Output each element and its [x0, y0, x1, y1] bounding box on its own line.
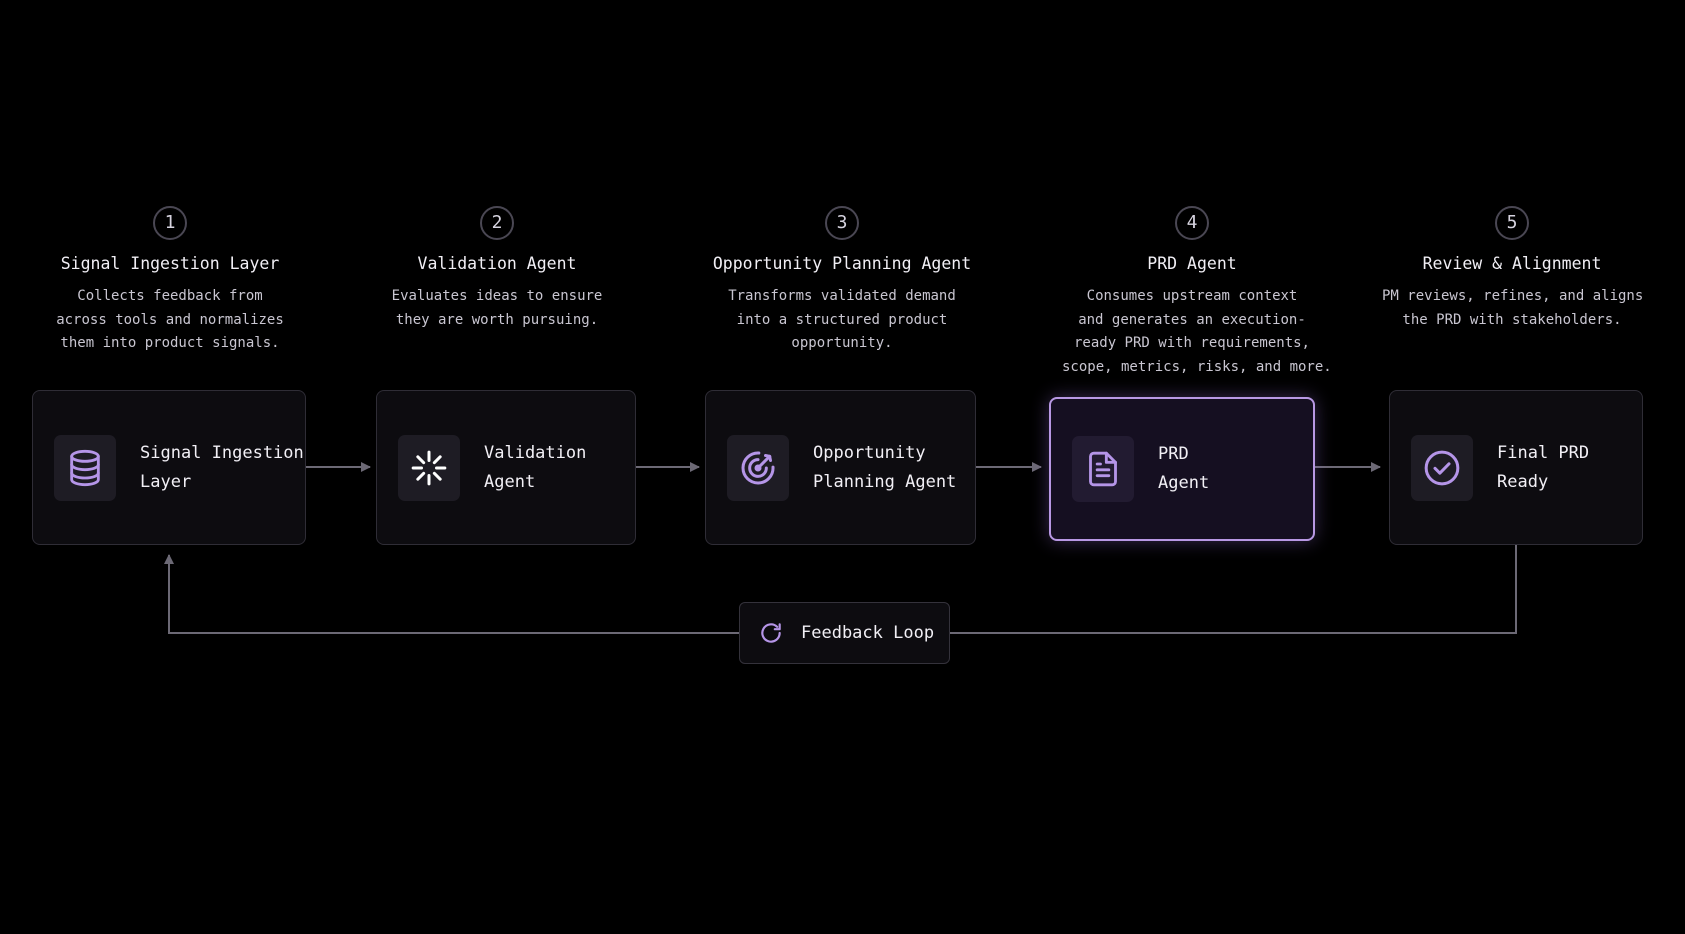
description-line: Collects feedback from	[77, 288, 263, 304]
card-label-line: Opportunity	[813, 442, 926, 463]
card-label: Signal Ingestion Layer	[140, 439, 304, 496]
step-description: Consumes upstream context and generates …	[1062, 285, 1332, 379]
description-line: them into product signals.	[60, 335, 280, 352]
step-2-header: 2 Validation Agent Evaluates ideas to en…	[367, 206, 627, 332]
step-number-badge: 5	[1495, 206, 1529, 240]
icon-tile	[54, 434, 116, 501]
card-opportunity-planning[interactable]: Opportunity Planning Agent	[705, 390, 976, 545]
icon-tile	[727, 434, 789, 501]
step-number-badge: 4	[1175, 206, 1209, 240]
card-label: Validation Agent	[484, 439, 586, 496]
step-4-header: 4 PRD Agent Consumes upstream context an…	[1062, 206, 1332, 379]
card-label: Opportunity Planning Agent	[813, 439, 956, 496]
card-label-line: Ready	[1497, 471, 1549, 492]
card-label-line: PRD	[1158, 444, 1189, 465]
card-prd-agent[interactable]: PRD Agent	[1049, 397, 1315, 541]
card-label-line: Signal Ingestion	[140, 442, 304, 463]
sparkle-burst-icon	[411, 450, 447, 485]
step-title: Opportunity Planning Agent	[712, 254, 972, 273]
check-circle-icon	[1424, 450, 1460, 485]
step-number-badge: 2	[480, 206, 514, 240]
card-final-prd[interactable]: Final PRD Ready	[1389, 390, 1643, 545]
description-line: opportunity.	[791, 335, 893, 352]
description-line: and generates an execution-	[1078, 311, 1306, 328]
card-label-line: Validation	[484, 442, 587, 463]
card-label-line: Planning Agent	[813, 471, 957, 492]
description-line: scope, metrics, risks, and more.	[1062, 358, 1332, 375]
target-icon	[741, 450, 775, 484]
description-line: across tools and normalizes	[56, 311, 284, 328]
card-label-line: Layer	[140, 471, 192, 492]
card-validation-agent[interactable]: Validation Agent	[376, 390, 636, 545]
description-line: Consumes upstream context	[1086, 288, 1298, 304]
step-number-badge: 1	[153, 206, 187, 240]
step-5-header: 5 Review & Alignment PM reviews, refines…	[1382, 206, 1644, 332]
description-line: ready PRD with requirements,	[1073, 335, 1310, 352]
description-line: Evaluates ideas to ensure	[391, 288, 603, 304]
card-signal-ingestion[interactable]: Signal Ingestion Layer	[32, 390, 306, 545]
description-line: Transforms validated demand	[728, 288, 956, 304]
step-1-header: 1 Signal Ingestion Layer Collects feedba…	[40, 206, 300, 356]
description-line: the PRD with stakeholders.	[1402, 311, 1622, 328]
step-title: Validation Agent	[417, 254, 577, 273]
step-description: Evaluates ideas to ensure they are worth…	[367, 285, 627, 332]
description-line: they are worth pursuing.	[395, 311, 599, 328]
step-title: PRD Agent	[1147, 254, 1237, 273]
step-title: Signal Ingestion Layer	[60, 254, 280, 273]
document-icon	[1089, 451, 1117, 487]
feedback-loop-button[interactable]: Feedback Loop	[739, 602, 950, 664]
step-description: Transforms validated demand into a struc…	[712, 285, 972, 356]
database-icon	[70, 449, 100, 486]
step-description: Collects feedback from across tools and …	[40, 285, 300, 356]
card-label: PRD Agent	[1158, 440, 1209, 497]
feedback-loop-label: Feedback Loop	[801, 623, 935, 643]
step-title: Review & Alignment	[1422, 254, 1602, 273]
icon-tile	[1072, 436, 1134, 502]
description-line: PM reviews, refines, and aligns	[1382, 288, 1644, 304]
icon-tile	[398, 434, 460, 501]
card-label: Final PRD Ready	[1497, 439, 1589, 496]
step-3-header: 3 Opportunity Planning Agent Transforms …	[712, 206, 972, 356]
card-label-line: Agent	[1158, 473, 1210, 493]
card-label-line: Final PRD	[1497, 442, 1590, 463]
description-line: into a structured product	[736, 311, 948, 328]
icon-tile	[1411, 434, 1473, 501]
card-label-line: Agent	[484, 471, 536, 492]
refresh-icon	[757, 619, 785, 647]
step-number-badge: 3	[825, 206, 859, 240]
step-description: PM reviews, refines, and aligns the PRD …	[1382, 285, 1644, 332]
